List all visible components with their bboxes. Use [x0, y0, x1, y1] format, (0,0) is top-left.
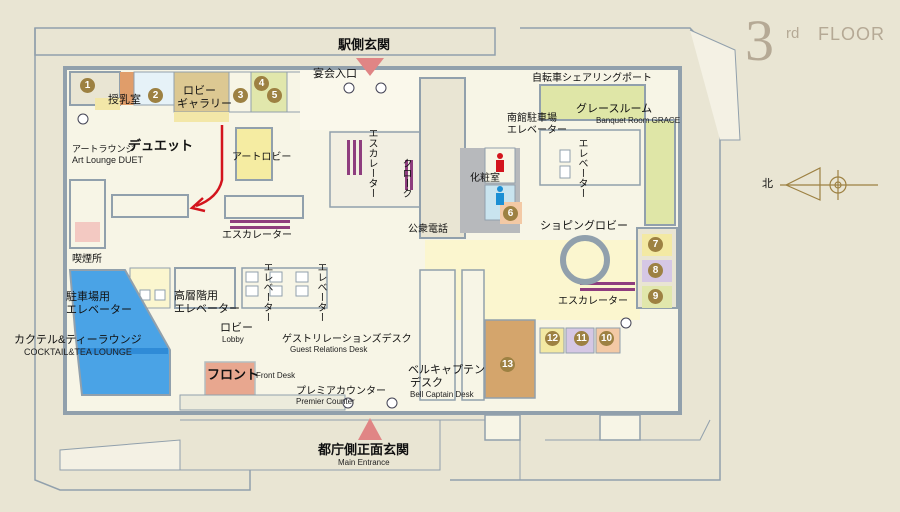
south-parking-elevator-label-1: 南館駐車場: [507, 113, 557, 124]
center-escalator-label: エスカレーター: [366, 128, 377, 198]
floor-suffix: rd: [786, 25, 800, 42]
south-parking-elevator-label-2: エレベーター: [507, 125, 567, 136]
center-elevator-label-1: エレベーター: [261, 262, 272, 322]
right-elevator-label: エレベーター: [576, 138, 587, 198]
restroom-male-icon: [496, 186, 504, 205]
grace-room-en: Banquet Room GRACE: [596, 116, 681, 125]
nursing-room-label: 授乳室: [108, 94, 141, 106]
cocktail-lounge-en: COCKTAIL&TEA LOUNGE: [24, 347, 132, 357]
marker-6[interactable]: 6: [503, 206, 518, 221]
high-floor-elevator-label-2: エレベーター: [174, 303, 240, 315]
parking-elevator-label-1: 駐車場用: [66, 291, 110, 303]
premier-counter-en: Premier Counter: [296, 397, 355, 406]
guest-relations-label: ゲストリレーションズデスク: [282, 334, 412, 345]
station-side-entrance: 駅側玄関: [338, 37, 391, 52]
right-escalator-label: エスカレーター: [558, 296, 628, 307]
guest-relations-en: Guest Relations Desk: [290, 345, 368, 354]
north-label: 北: [762, 178, 773, 190]
grace-room-label: グレースルーム: [576, 103, 653, 115]
lobby-gallery-label-2: ギャラリー: [177, 98, 232, 110]
marker-13[interactable]: 13: [500, 357, 515, 372]
main-entrance-label: 都庁側正面玄関: [318, 442, 410, 457]
marker-10[interactable]: 10: [599, 331, 614, 346]
lobby-label: ロビー: [220, 322, 253, 334]
left-escalator-label: エスカレーター: [222, 230, 292, 241]
marker-5[interactable]: 5: [267, 88, 282, 103]
marker-7[interactable]: 7: [648, 237, 663, 252]
art-lounge-name: デュエット: [128, 138, 194, 153]
marker-9[interactable]: 9: [648, 289, 663, 304]
art-lobby-label: アートロビー: [232, 152, 292, 163]
bell-captain-en: Bell Captain Desk: [410, 390, 474, 399]
restroom-female-icon: [496, 153, 504, 172]
art-lounge-en: Art Lounge DUET: [72, 155, 144, 165]
cocktail-lounge-label: カクテル&ティーラウンジ: [14, 334, 142, 346]
marker-1[interactable]: 1: [80, 78, 95, 93]
high-floor-elevator-label-1: 高層階用: [174, 290, 218, 302]
lobby-en: Lobby: [222, 335, 244, 344]
front-desk-en: Front Desk: [256, 371, 296, 380]
floor-word: FLOOR: [818, 24, 886, 44]
shopping-lobby-label: ショピングロビー: [540, 220, 628, 232]
bell-captain-label-1: ベルキャプテン: [408, 364, 485, 376]
marker-2[interactable]: 2: [148, 88, 163, 103]
art-lounge-jp: アートラウンジ: [72, 144, 135, 154]
banquet-entrance-label: 宴会入口: [313, 68, 357, 80]
north-compass-icon: [780, 167, 878, 201]
marker-12[interactable]: 12: [545, 331, 560, 346]
bell-captain-label-2: デスク: [410, 377, 443, 389]
marker-8[interactable]: 8: [648, 263, 663, 278]
main-entrance-en: Main Entrance: [338, 458, 390, 467]
marker-3[interactable]: 3: [233, 88, 248, 103]
premier-counter-label: プレミアカウンター: [296, 386, 386, 397]
floor-number: 3: [745, 8, 774, 73]
bicycle-port-label: 自転車シェアリングポート: [532, 73, 652, 84]
restroom-label: 化粧室: [470, 173, 500, 184]
public-phone-label: 公衆電話: [408, 224, 448, 235]
cloak-label: クローク: [400, 158, 411, 198]
marker-11[interactable]: 11: [574, 331, 589, 346]
main-entrance-arrow-icon: [358, 418, 382, 440]
parking-elevator-label-2: エレベーター: [66, 304, 132, 316]
marker-4[interactable]: 4: [254, 76, 269, 91]
front-desk-label: フロント: [207, 367, 260, 382]
lobby-gallery-label-1: ロビー: [183, 85, 216, 97]
smoking-area-label: 喫煙所: [72, 254, 102, 265]
route-arrow-icon: [195, 125, 224, 208]
center-elevator-label-2: エレベーター: [315, 262, 326, 322]
station-entrance-arrow-icon: [356, 58, 384, 76]
